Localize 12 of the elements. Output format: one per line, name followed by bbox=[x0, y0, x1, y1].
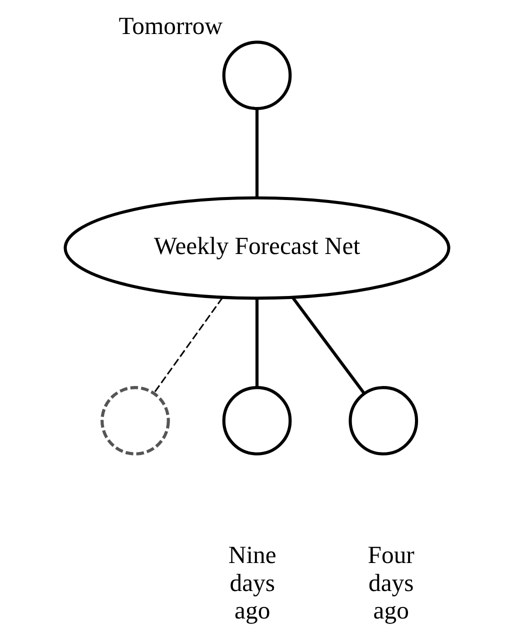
connector bbox=[254, 108, 258, 198]
node-ellipse: Weekly Forecast Net bbox=[63, 196, 450, 300]
connector bbox=[254, 298, 258, 388]
connector bbox=[291, 296, 365, 394]
node-label: Tomorrow bbox=[118, 13, 222, 40]
node-circle bbox=[222, 386, 292, 456]
node-circle bbox=[100, 386, 170, 456]
node-label: Four days ago bbox=[367, 542, 414, 624]
node-label: Nine days ago bbox=[228, 542, 276, 624]
node-circle bbox=[222, 40, 292, 110]
node-circle bbox=[348, 386, 418, 456]
connector bbox=[152, 297, 223, 394]
